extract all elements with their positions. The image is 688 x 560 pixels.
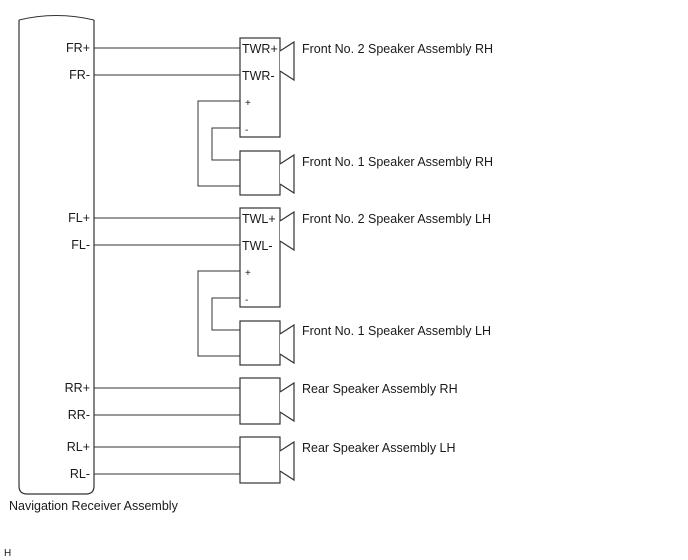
tweeter-lh-cone-icon xyxy=(279,210,295,252)
rear-lh-box xyxy=(239,436,281,484)
woofer-lh-cone-icon xyxy=(279,323,295,365)
wire-rh-bridge-plus xyxy=(197,100,240,187)
rear-rh-label: Rear Speaker Assembly RH xyxy=(302,382,458,396)
woofer-rh-box xyxy=(239,150,281,196)
tweeter-rh-cone-icon xyxy=(279,40,295,82)
woofer-lh-box xyxy=(239,320,281,366)
pin-fr-plus: FR+ xyxy=(66,41,90,55)
corner-code: H xyxy=(4,548,11,559)
tweeter-rh-box xyxy=(239,37,281,138)
receiver-outline xyxy=(18,20,95,495)
tweeter-rh-label: Front No. 2 Speaker Assembly RH xyxy=(302,42,493,56)
receiver-break-mark xyxy=(18,15,95,21)
rear-lh-label: Rear Speaker Assembly LH xyxy=(302,441,456,455)
receiver-label: Navigation Receiver Assembly xyxy=(9,499,179,513)
pin-tweeter-lh-minus: - xyxy=(245,295,248,306)
pin-fl-minus: FL- xyxy=(71,238,90,252)
rear-lh-cone-icon xyxy=(279,440,295,482)
pin-rl-minus: RL- xyxy=(70,467,90,481)
pin-tweeter-lh-plus: + xyxy=(245,268,251,279)
pin-twl-minus: TWL- xyxy=(242,239,273,253)
tweeter-rh xyxy=(239,37,295,138)
pin-rl-plus: RL+ xyxy=(67,440,90,454)
tweeter-lh-box xyxy=(239,207,281,308)
rear-speaker-lh xyxy=(239,436,295,484)
tweeter-lh xyxy=(239,207,295,308)
woofer-rh-label: Front No. 1 Speaker Assembly RH xyxy=(302,155,493,169)
pin-tweeter-rh-plus: + xyxy=(245,98,251,109)
woofer-lh xyxy=(239,320,295,366)
pin-rr-minus: RR- xyxy=(68,408,90,422)
pin-twr-minus: TWR- xyxy=(242,69,275,83)
pin-twr-plus: TWR+ xyxy=(242,42,278,56)
tweeter-lh-label: Front No. 2 Speaker Assembly LH xyxy=(302,212,491,226)
woofer-rh-cone-icon xyxy=(279,153,295,195)
rear-rh-box xyxy=(239,377,281,425)
pin-fr-minus: FR- xyxy=(69,68,90,82)
wire-lh-bridge-plus xyxy=(197,270,240,357)
navigation-receiver xyxy=(18,15,95,495)
rear-rh-cone-icon xyxy=(279,381,295,423)
pin-twl-plus: TWL+ xyxy=(242,212,276,226)
woofer-lh-label: Front No. 1 Speaker Assembly LH xyxy=(302,324,491,338)
pin-fl-plus: FL+ xyxy=(68,211,90,225)
rear-speaker-rh xyxy=(239,377,295,425)
pin-rr-plus: RR+ xyxy=(65,381,90,395)
pin-tweeter-rh-minus: - xyxy=(245,125,248,136)
wire-lh-bridge-minus xyxy=(211,297,240,331)
woofer-rh xyxy=(239,150,295,196)
wire-rh-bridge-minus xyxy=(211,127,240,161)
